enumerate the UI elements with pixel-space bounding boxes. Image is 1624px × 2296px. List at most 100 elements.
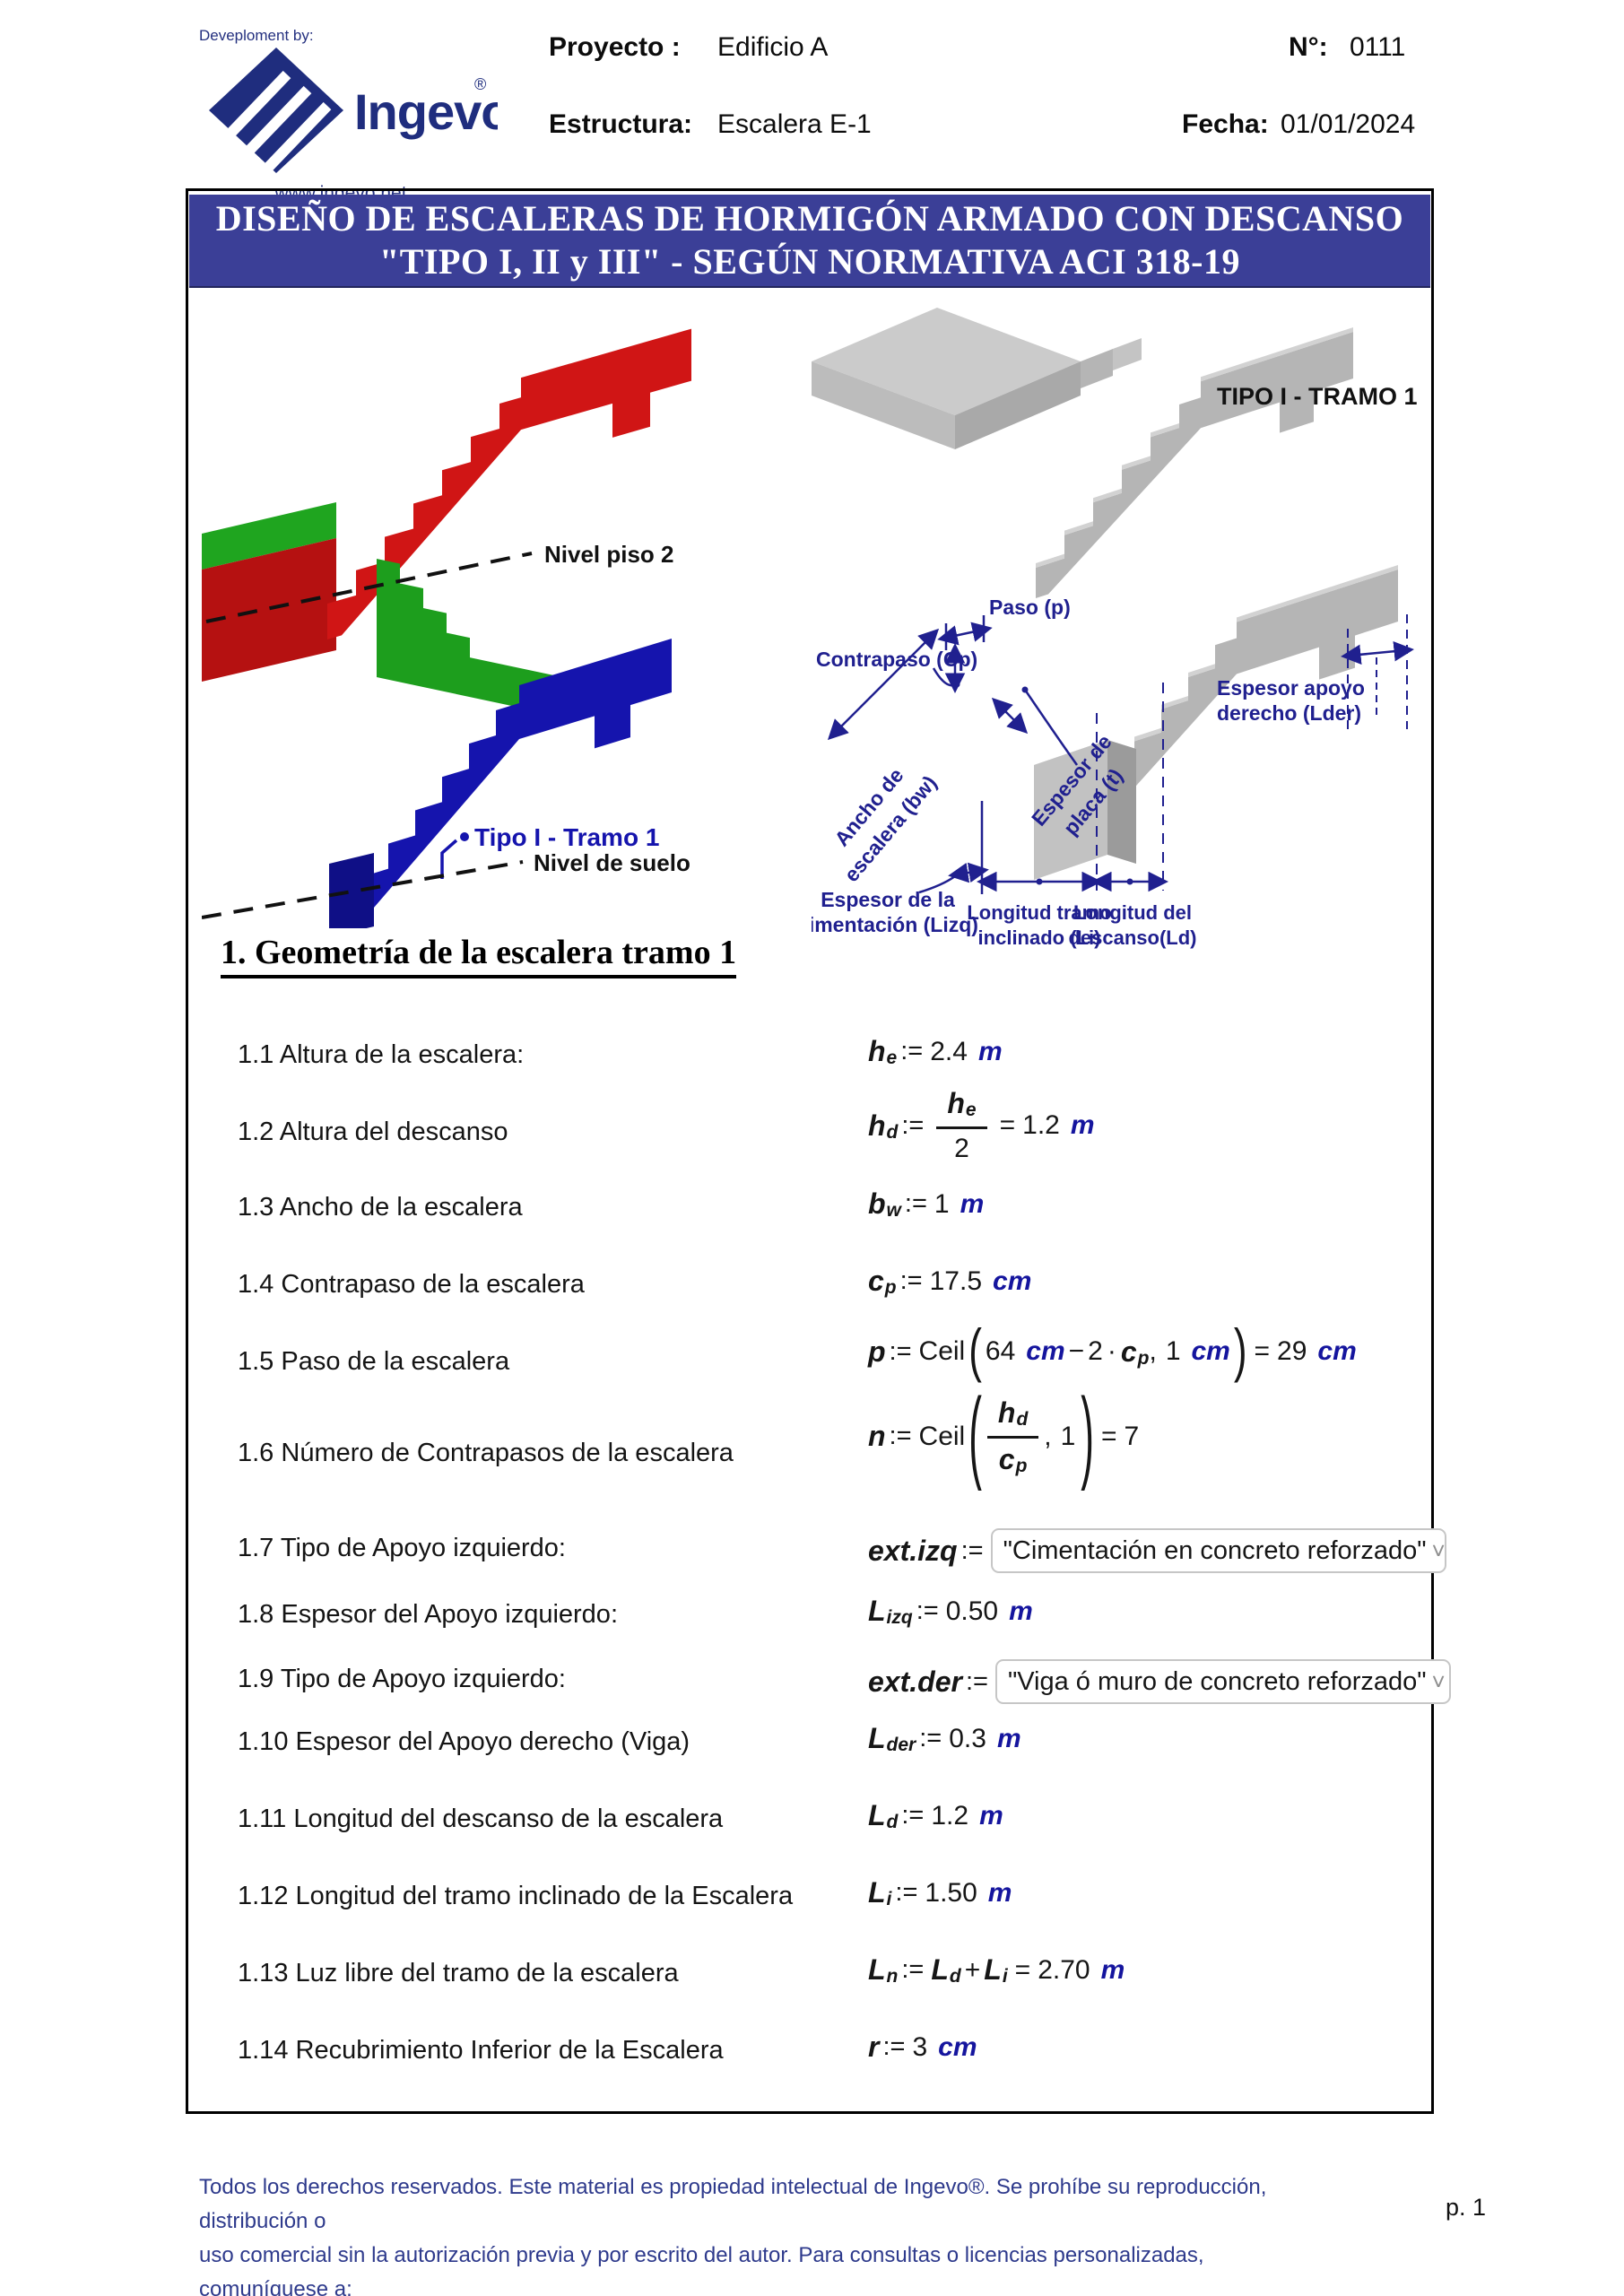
item-label-1-8: 1.8 Espesor del Apoyo izquierdo: <box>238 1600 618 1629</box>
value: 1.2 <box>931 1800 969 1831</box>
var-2: c <box>1120 1335 1137 1368</box>
unit: cm <box>993 1265 1032 1296</box>
comma: , <box>1044 1421 1052 1451</box>
plus-op: + <box>964 1954 981 1985</box>
li-label-1: Longitud tramo <box>967 901 1111 924</box>
var-3: L <box>984 1953 1002 1986</box>
paso-label: Paso (p) <box>989 596 1071 619</box>
li-dim-dot <box>1036 878 1043 885</box>
item-label-1-1: 1.1 Altura de la escalera: <box>238 1040 525 1069</box>
item-label-1-13: 1.13 Luz libre del tramo de la escalera <box>238 1959 679 1987</box>
item-label-1-12: 1.12 Longitud del tramo inclinado de la … <box>238 1882 794 1910</box>
var-sub: d <box>886 1121 899 1143</box>
selected-option-text: "Cimentación en concreto reforzado" <box>1003 1535 1427 1565</box>
contrapaso-leader-dot <box>953 681 960 688</box>
denominator-var: c <box>998 1443 1015 1475</box>
denominator-sub: p <box>1015 1456 1028 1476</box>
sheet-number-value: 0111 <box>1350 32 1406 62</box>
arg-value: 64 <box>985 1336 1016 1366</box>
round-value: 1 <box>1060 1421 1076 1451</box>
ld-label-1: Longitud del <box>1073 901 1192 924</box>
left-stair-figure: Nivel piso 2 Tipo I - Tramo 1 Nivel de s… <box>202 328 691 928</box>
item-label-1-9: 1.9 Tipo de Apoyo izquierdo: <box>238 1665 566 1693</box>
assign-op: := <box>889 1336 912 1366</box>
nivel-suelo-label: Nivel de suelo <box>534 849 690 876</box>
close-paren: ) <box>1233 1318 1247 1384</box>
brand-name: Ingevo <box>354 83 498 140</box>
bw-dim-arrow <box>827 628 940 741</box>
value: 0.50 <box>945 1596 999 1626</box>
var: r <box>868 2031 880 2063</box>
value: 17.5 <box>929 1265 983 1296</box>
coefficient: 2 <box>1088 1336 1103 1366</box>
lder-label-2: derecho (Lder) <box>1217 701 1361 725</box>
unit: m <box>987 1877 1012 1908</box>
project-value: Edificio A <box>717 32 829 62</box>
var: L <box>868 1799 886 1831</box>
green-landing-band <box>202 502 336 570</box>
unit: m <box>979 1800 1003 1831</box>
formula-r: r := 3 cm <box>868 2031 977 2064</box>
item-label-1-11: 1.11 Longitud del descanso de la escaler… <box>238 1805 724 1833</box>
li-label-2: inclinado (Li) <box>978 926 1101 949</box>
developed-by-text: Deveploment by: <box>199 27 314 44</box>
nivel-suelo-dashed-line <box>202 860 524 919</box>
unit: cm <box>1317 1336 1357 1366</box>
value: 1.50 <box>925 1877 977 1908</box>
item-label-1-14: 1.14 Recubrimiento Inferior de la Escale… <box>238 2036 724 2065</box>
chevron-down-icon: ˅ <box>1431 1667 1446 1695</box>
value: 2.70 <box>1038 1954 1090 1985</box>
item-label-1-3: 1.3 Ancho de la escalera <box>238 1193 523 1222</box>
value: 7 <box>1124 1421 1140 1451</box>
item-label-1-6: 1.6 Número de Contrapasos de la escalera <box>238 1439 734 1467</box>
var: ext.der <box>868 1665 962 1698</box>
ceil-function: Ceil <box>918 1336 966 1366</box>
lizq-leader <box>918 874 956 894</box>
date-label: Fecha: <box>1182 109 1269 139</box>
var-sub: e <box>886 1048 898 1068</box>
upper-left-slab-top <box>812 308 1081 415</box>
var: ext.izq <box>868 1534 958 1567</box>
assign-op: := <box>899 1266 923 1295</box>
ld-label-2: descanso(Ld) <box>1068 926 1196 949</box>
var: L <box>868 1595 886 1627</box>
assign-op: := <box>901 1110 925 1140</box>
assign-op: := <box>889 1422 912 1450</box>
var: L <box>868 1953 886 1986</box>
value: 29 <box>1277 1336 1307 1366</box>
structure-label: Estructura: <box>549 109 693 139</box>
item-label-1-7: 1.7 Tipo de Apoyo izquierdo: <box>238 1534 566 1562</box>
var-2-sub: d <box>949 1966 961 1987</box>
close-paren: ) <box>1081 1378 1094 1492</box>
section-title: 1. Geometría de la escalera tramo 1 <box>221 933 737 978</box>
var-sub: p <box>884 1277 897 1298</box>
assign-op: := <box>901 1955 925 1984</box>
lizq-label-1: Espesor de la <box>821 888 955 911</box>
blue-stair-flight <box>334 639 672 928</box>
logo-diamond-icon <box>209 48 343 176</box>
red-landing-slab <box>202 538 336 682</box>
multiply-op: · <box>1107 1336 1116 1366</box>
var-sub: d <box>886 1812 899 1832</box>
round-value: 1 <box>1165 1336 1181 1366</box>
brand-registered-mark: ® <box>474 75 486 93</box>
unit: m <box>977 1036 1003 1066</box>
contrapaso-label: Contrapaso (Cp) <box>816 648 977 671</box>
unit: m <box>1070 1110 1095 1140</box>
tramo-1-leader-line <box>440 839 458 879</box>
page-number: p. 1 <box>1446 2194 1487 2221</box>
var-sub: der <box>886 1735 916 1755</box>
arg-unit: cm <box>1026 1336 1065 1366</box>
nivel-piso-2-label: Nivel piso 2 <box>544 541 674 568</box>
upper-concrete-flight <box>1036 326 1353 598</box>
numerator-sub: d <box>1016 1409 1029 1430</box>
apoyo-derecho-select[interactable]: "Viga ó muro de concreto reforzado" ˅ <box>994 1659 1451 1704</box>
apoyo-izquierdo-select[interactable]: "Cimentación en concreto reforzado" ˅ <box>990 1528 1446 1573</box>
